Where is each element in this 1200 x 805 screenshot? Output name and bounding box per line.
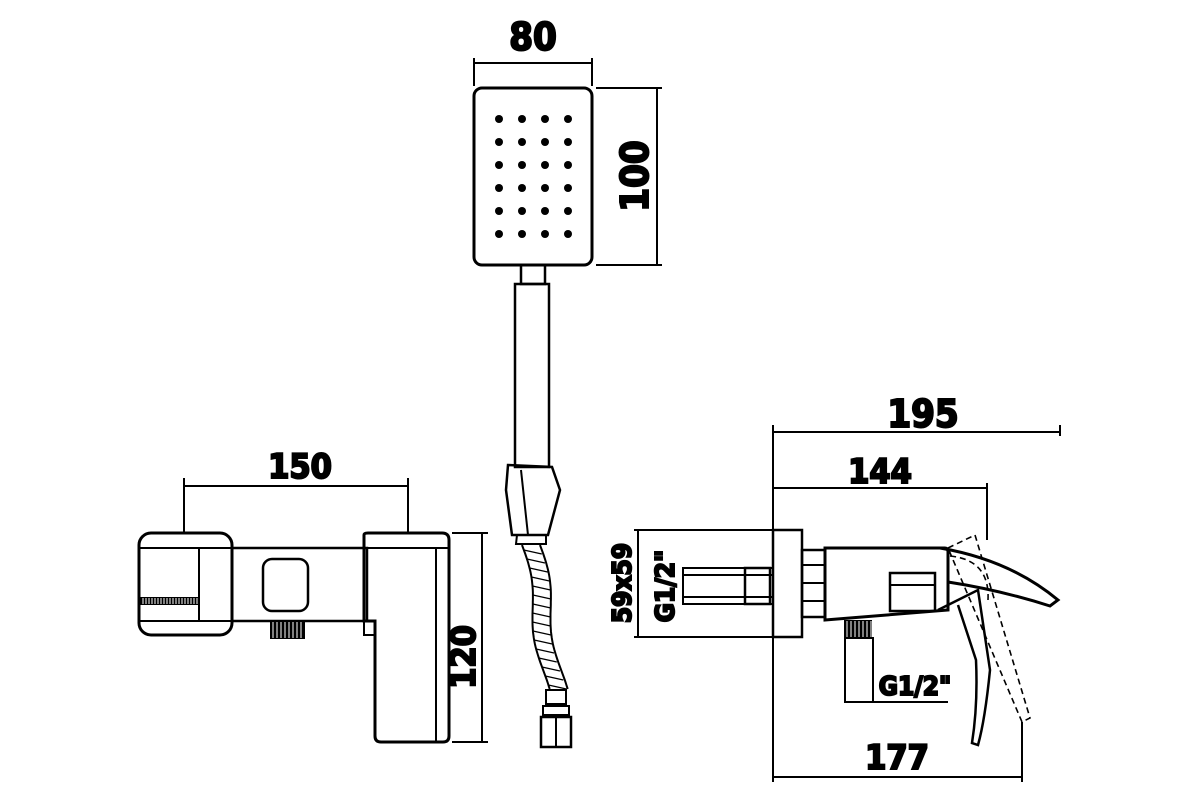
nozzle-dot [541,138,549,146]
lever-step [363,621,375,636]
bottom-outlet-thread [270,621,305,639]
outlet-nut [844,620,872,638]
hose-rib [523,549,542,555]
hose-rib [532,585,551,591]
hose-end-ring [542,705,570,716]
hose-rib [548,684,567,690]
hose-rib [532,630,552,636]
hose-rib [545,675,564,681]
plate-size-label: 59x59 [608,543,638,623]
nozzle-dot [541,184,549,192]
hose-end-collar [545,689,567,705]
nozzle-dot [564,161,572,169]
shower-neck [519,263,547,286]
shower-head-outline [472,86,594,267]
outlet-thread-label: G1/2" [879,672,951,702]
nozzle-dot [495,230,503,238]
nozzle-dot [564,230,572,238]
hose-left-edge [521,544,551,690]
hose-rib [538,657,557,663]
front-diverter-window [261,557,310,613]
shower-head-view: 80 100 [472,14,662,749]
lever-alt-position-curve [949,555,989,601]
nozzle-dot [564,207,572,215]
head-width-label: 80 [509,15,557,59]
nozzle-dot [495,161,503,169]
bottom-outlet-thread-lines [272,622,302,638]
hose-rib [541,666,561,672]
mixer-side-view: 195 144 59x59 G1/2" [607,391,1061,782]
nozzle-dot [564,115,572,123]
nozzle-dot [541,161,549,169]
hose-rib [534,639,553,645]
wall-thread-label: G1/2" [651,550,681,622]
nozzle-dot [518,207,526,215]
nozzle-dot [564,184,572,192]
hose-rib [531,576,550,582]
lever-handle [362,531,451,744]
wall-thread-end [743,566,772,606]
hose-rib [529,567,548,573]
hose-rib [532,612,551,618]
nozzle-dot [564,138,572,146]
nozzle-dot [495,184,503,192]
side-inner-label: 144 [848,452,912,492]
mixer-front-view: 150 120 [137,446,488,744]
holder-detail-line [520,469,529,536]
nozzle-dot [518,115,526,123]
front-height-label: 120 [444,625,484,689]
temperature-scale-ticks [142,598,198,604]
hose-rib [535,648,555,654]
outlet-nut-thread-lines [846,621,872,637]
wall-thread-pipe [682,567,774,605]
nozzle-dot [495,138,503,146]
hose-ribs [523,549,567,690]
side-total-label: 195 [887,392,958,436]
nozzle-dot [518,230,526,238]
side-bottom-label: 177 [865,738,929,778]
nozzle-dot [541,207,549,215]
head-height-label: 100 [613,140,657,211]
shower-holder-bracket [504,463,562,537]
side-lever-handle [937,588,992,747]
shower-nozzles [495,115,572,238]
spout [939,546,1061,608]
nozzle-dot [495,115,503,123]
lever-alt-position [946,533,1031,724]
hose-rib [532,594,552,600]
front-width-label: 150 [268,447,332,487]
hose-rib [532,603,551,609]
hose-rib [532,621,551,627]
nozzle-dot [495,207,503,215]
outlet-pipe [844,637,874,703]
shower-handle [513,282,551,469]
side-lever-base [888,571,937,613]
wall-plate [771,528,804,639]
nozzle-dot [541,115,549,123]
hose-rib [526,558,546,564]
nozzle-dot [518,184,526,192]
nozzle-dot [518,161,526,169]
nozzle-dot [518,138,526,146]
hose-connector-top [514,534,547,545]
nozzle-dot [541,230,549,238]
